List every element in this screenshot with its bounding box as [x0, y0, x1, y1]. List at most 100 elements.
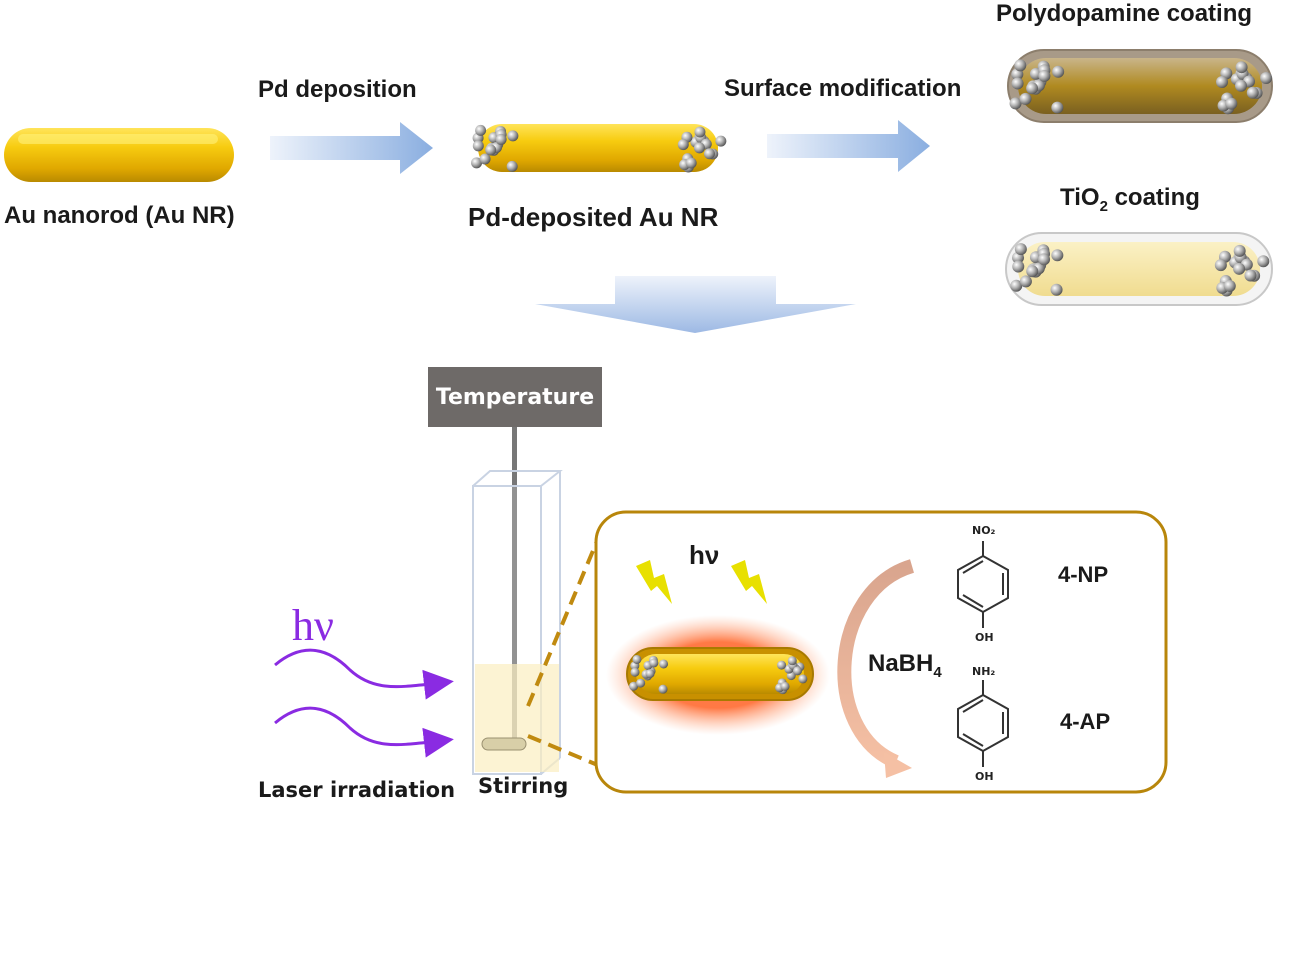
pd-deposited-label: Pd-deposited Au NR	[468, 202, 719, 232]
pd-nanoparticle	[1011, 77, 1024, 90]
tio2-coated-rod	[1005, 232, 1273, 306]
pd-nanoparticle	[630, 667, 640, 677]
pd-nanoparticle	[1051, 101, 1064, 114]
pd-nanoparticle	[1260, 71, 1273, 84]
reaction-hv-label: hν	[689, 540, 720, 570]
surface-modification-label: Surface modification	[724, 75, 962, 102]
reduction-arrow-head	[884, 752, 912, 778]
pd-nanoparticle	[1257, 255, 1270, 268]
zoom-line-bottom	[527, 734, 601, 768]
pd-nanoparticle	[693, 142, 705, 154]
pd-nanoparticle	[479, 153, 491, 165]
pd-nanoparticle	[1009, 97, 1022, 110]
4-np-label: 4-NP	[1058, 562, 1109, 587]
tio2-label: TiO2 coating	[1060, 184, 1200, 215]
au-nanorod-label: Au nanorod (Au NR)	[4, 202, 235, 229]
pd-nanoparticle	[1244, 269, 1257, 282]
pd-nanoparticle	[1233, 262, 1246, 275]
pd-deposition-arrow	[270, 122, 433, 174]
pd-nanoparticle	[636, 678, 646, 688]
down-arrow	[535, 276, 856, 333]
pd-nanoparticle	[1234, 79, 1247, 92]
no2-group: NO₂	[972, 524, 996, 537]
polydopamine-coated-rod	[1007, 49, 1273, 123]
pd-nanoparticle	[629, 681, 639, 691]
temperature-probe	[512, 427, 517, 747]
pd-nanoparticle	[649, 658, 659, 668]
pd-nanoparticle	[1246, 86, 1259, 99]
pd-nanoparticle	[1010, 279, 1023, 292]
solution	[475, 664, 559, 772]
laser-hv-label: hν	[292, 601, 334, 650]
pd-nanoparticle	[793, 666, 803, 676]
pd-nanoparticle	[1051, 249, 1064, 262]
pd-nanoparticle	[1233, 244, 1246, 257]
4-ap-structure	[957, 680, 1009, 767]
pd-deposited-au-nanorod	[471, 124, 727, 173]
pd-nanoparticle	[703, 148, 715, 160]
pd-nanoparticle	[659, 659, 669, 669]
pd-nanoparticle	[780, 681, 790, 691]
pd-nanoparticle	[495, 133, 507, 145]
glowing-nanorod	[626, 647, 814, 701]
lightning-icon	[636, 560, 672, 604]
pd-nanoparticle	[485, 144, 497, 156]
pd-nanoparticle	[1038, 253, 1051, 266]
pd-nanoparticle	[1235, 61, 1248, 74]
pd-nanoparticle	[685, 157, 697, 169]
pd-nanoparticle	[1014, 243, 1027, 256]
pd-nanoparticle	[1026, 82, 1039, 95]
tio2-suffix: coating	[1107, 184, 1200, 211]
pd-nanoparticle	[715, 135, 727, 147]
surface-modification-arrow	[767, 120, 930, 172]
pd-nanoparticle	[475, 124, 487, 136]
pd-nanoparticle	[1019, 275, 1032, 288]
pd-nanoparticle	[1216, 75, 1229, 88]
laser-wave-bottom	[274, 706, 454, 758]
pd-nanoparticle	[472, 140, 484, 152]
nh2-group: NH₂	[972, 665, 996, 678]
pd-nanoparticle	[645, 669, 655, 679]
pd-nanoparticle	[1026, 265, 1039, 278]
nabh4-main: NaBH	[868, 650, 934, 677]
pd-nanoparticle	[1225, 97, 1238, 110]
pd-nanoparticle	[1223, 279, 1236, 292]
reduction-arrow	[837, 559, 915, 769]
oh-group-bottom: OH	[975, 770, 994, 783]
nabh4-subscript: 4	[933, 663, 942, 681]
pd-nanoparticle	[1214, 259, 1227, 272]
lightning-icon	[731, 560, 767, 604]
pd-nanoparticle	[677, 139, 689, 151]
au-nanorod	[4, 128, 234, 182]
pd-nanoparticle	[1050, 283, 1063, 296]
pd-nanoparticle	[1012, 260, 1025, 273]
polydopamine-label: Polydopamine coating	[996, 0, 1253, 27]
pd-nanoparticle	[694, 126, 706, 138]
pd-nanoparticle	[787, 656, 797, 666]
pd-nanoparticle	[777, 660, 787, 670]
pd-nanoparticle	[1038, 69, 1051, 82]
pd-nanoparticle	[632, 654, 642, 664]
nabh4-label: NaBH4	[868, 650, 942, 681]
laser-irradiation-label: Laser irradiation	[258, 778, 456, 802]
stirring-label: Stirring	[478, 774, 569, 798]
4-ap-label: 4-AP	[1060, 709, 1111, 734]
pd-nanoparticle	[507, 130, 519, 142]
temperature-box: Temperature	[428, 367, 602, 427]
stir-bar	[481, 737, 527, 751]
laser-wave-top	[274, 648, 454, 700]
pd-nanoparticle	[471, 157, 483, 169]
pd-nanoparticle	[1052, 65, 1065, 78]
tio2-subscript: 2	[1099, 197, 1108, 215]
pd-nanoparticle	[1019, 92, 1032, 105]
tio2-prefix: TiO	[1060, 184, 1100, 211]
pd-deposition-label: Pd deposition	[258, 76, 417, 103]
pd-nanoparticle	[798, 674, 808, 684]
pd-nanoparticle	[658, 684, 668, 694]
4-np-structure	[957, 541, 1009, 628]
zoom-line-top	[526, 533, 602, 707]
pd-nanoparticle	[506, 160, 518, 172]
pd-nanoparticle	[1014, 59, 1027, 72]
oh-group-top: OH	[975, 631, 994, 644]
